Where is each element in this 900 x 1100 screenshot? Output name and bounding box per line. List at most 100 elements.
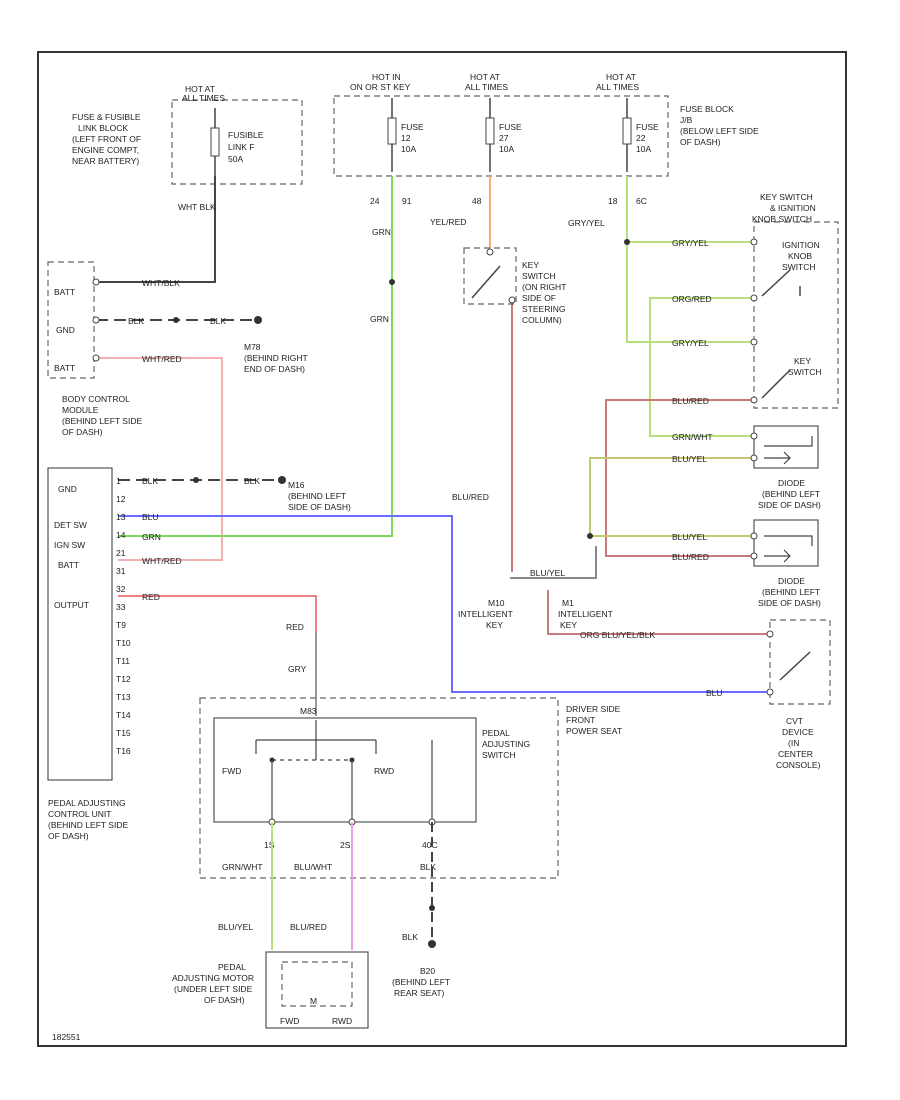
wire-blu-red-diode — [605, 399, 754, 557]
switch-term-rwd: RWD — [374, 766, 394, 776]
pedal-adjusting-motor: M FWD RWD PEDAL ADJUSTING MOTOR (UNDER L… — [172, 951, 369, 1029]
switch-line-2: ADJUSTING — [482, 739, 530, 749]
m16-line-2: (BEHIND LEFT — [288, 491, 346, 501]
diode1-line-1: DIODE — [778, 478, 805, 488]
intel-right-line-2: INTELLIGENT — [558, 609, 613, 619]
wire-label-red-2: RED — [286, 622, 304, 632]
wire-red — [118, 595, 317, 632]
fusible-block-line-3: (LEFT FRONT OF — [72, 134, 141, 144]
wire-label-blk-pedal-1: BLK — [142, 476, 158, 486]
fusible-link-symbol — [210, 127, 220, 157]
cvt-device: CVT DEVICE (IN CENTER CONSOLE) — [766, 619, 831, 770]
b20-label: B20 (BEHIND LEFT REAR SEAT) — [392, 966, 450, 998]
key-sw-line-1: KEY — [794, 356, 811, 366]
fuse-left-hot: HOT AT — [185, 84, 215, 94]
wire-label-blu-1: BLU — [142, 512, 159, 522]
intel-left-line-3: KEY — [486, 620, 503, 630]
diode1-line-3: SIDE OF DASH) — [758, 500, 821, 510]
key-ign-line-1: KEY SWITCH — [760, 192, 813, 202]
pedal-unit-term-4: 21 — [116, 548, 126, 558]
fuse12-rating: 10A — [401, 144, 416, 154]
wire-label-intelligent-key: ORG BLU/YEL/BLK — [580, 630, 655, 640]
seat-term-1s: 1S — [264, 840, 275, 850]
fuse-block-line-2: J/B — [680, 115, 693, 125]
fuse-block-jb: HOT IN ON OR ST KEY FUSE 12 10A HOT AT A… — [333, 72, 669, 177]
pin-91: 91 — [402, 196, 412, 206]
fuse22-hot: HOT AT — [606, 72, 636, 82]
pedal-unit-term-0: 1 — [116, 476, 121, 486]
fuse12-hot: HOT IN — [372, 72, 401, 82]
wire-label-gry: GRY — [288, 664, 307, 674]
wire-label-blu-yel-2: BLU/YEL — [672, 532, 707, 542]
ign-knob-line-3: SWITCH — [782, 262, 816, 272]
pedal-unit-term-13: T14 — [116, 710, 131, 720]
diode-2: DIODE (BEHIND LEFT SIDE OF DASH) — [750, 519, 821, 608]
switch-line-3: SWITCH — [482, 750, 516, 760]
key-column-line-3: (ON RIGHT — [522, 282, 566, 292]
pedal-unit-term-14: T15 — [116, 728, 131, 738]
pedal-unit-term-6: 32 — [116, 584, 126, 594]
bcm-pin-batt-2: BATT — [54, 363, 75, 373]
seat-line-2: FRONT — [566, 715, 595, 725]
b20-line-1: B20 — [420, 966, 435, 976]
pin-18: 18 — [608, 196, 618, 206]
diagram-frame — [37, 51, 847, 1047]
fuse-block-label: FUSE BLOCK J/B (BELOW LEFT SIDE OF DASH) — [680, 104, 759, 147]
pedal-unit-pin-ignsw: IGN SW — [54, 540, 85, 550]
wire-label-red-1: RED — [142, 592, 160, 602]
pedal-unit-term-1: 12 — [116, 494, 126, 504]
fuse12-hot-sub: ON OR ST KEY — [350, 82, 411, 92]
m78-label: M78 (BEHIND RIGHT END OF DASH) — [244, 342, 308, 374]
wire-label-grn-1: GRN — [372, 227, 391, 237]
wire-blu-yel — [589, 457, 754, 537]
wire-grn — [118, 176, 393, 537]
wire-blu — [118, 515, 770, 693]
fuse22-hot-sub: ALL TIMES — [596, 82, 639, 92]
driver-seat-switch: M83 DRIVER SIDE FRONT POWER SEAT PEDAL A… — [199, 697, 622, 879]
wire-label-blk-pedal-2: BLK — [244, 476, 260, 486]
fuse27-num: 27 — [499, 133, 509, 143]
fuse-left-name2: LINK F — [228, 142, 254, 152]
fusible-block-line-4: ENGINE COMPT, — [72, 145, 139, 155]
wire-grn-org — [649, 297, 754, 437]
b20-line-2: (BEHIND LEFT — [392, 977, 450, 987]
wire-label-blk-bcm-2: BLK — [210, 316, 226, 326]
fuse27-rating: 10A — [499, 144, 514, 154]
wire-label-blu-red-2: BLU/RED — [672, 396, 709, 406]
wire-label-motor-bluyel: BLU/YEL — [218, 922, 253, 932]
pedal-unit-pin-detsw: DET SW — [54, 520, 87, 530]
wire-label-blu-yel-key: BLU/YEL — [530, 568, 565, 578]
ign-knob-line-2: KNOB — [788, 251, 812, 261]
key-column-line-1: KEY — [522, 260, 539, 270]
motor-term-rwd: RWD — [332, 1016, 352, 1026]
motor-line-2: ADJUSTING MOTOR — [172, 973, 254, 983]
fuse27-symbol — [485, 117, 495, 145]
fuse-left-name: FUSIBLE — [228, 130, 264, 140]
motor-m: M — [310, 996, 317, 1006]
fusible-link-box: HOT AT ALL TIMES FUSIBLE LINK F 50A — [171, 84, 303, 185]
pedal-unit-term-2: 13 — [116, 512, 126, 522]
pedal-unit-line-4: OF DASH) — [48, 831, 89, 841]
cvt-line-2: DEVICE — [782, 727, 814, 737]
pedal-unit-term-3: 14 — [116, 530, 126, 540]
key-column-line-6: COLUMN) — [522, 315, 562, 325]
motor-line-3: (UNDER LEFT SIDE — [174, 984, 253, 994]
fusible-block-line-2: LINK BLOCK — [78, 123, 128, 133]
fusible-block-label: FUSE & FUSIBLE LINK BLOCK (LEFT FRONT OF… — [72, 112, 141, 166]
wire-label-blk-ground: BLK — [402, 932, 418, 942]
wire-wht-blk — [96, 176, 216, 283]
diode1-line-2: (BEHIND LEFT — [762, 489, 820, 499]
fuse12-num: 12 — [401, 133, 411, 143]
motor-line-1: PEDAL — [218, 962, 246, 972]
bcm-pin-batt-1: BATT — [54, 287, 75, 297]
wire-label-gry-yel-2: GRY/YEL — [672, 238, 709, 248]
fuse22-rating: 10A — [636, 144, 651, 154]
m78-line-3: END OF DASH) — [244, 364, 305, 374]
bcm-line-2: MODULE — [62, 405, 99, 415]
pedal-unit-term-5: 31 — [116, 566, 126, 576]
fuse-block-line-1: FUSE BLOCK — [680, 104, 734, 114]
pedal-unit-line-3: (BEHIND LEFT SIDE — [48, 820, 128, 830]
b20-line-3: REAR SEAT) — [394, 988, 445, 998]
pedal-unit-term-7: 33 — [116, 602, 126, 612]
intel-left-line-2: INTELLIGENT — [458, 609, 513, 619]
